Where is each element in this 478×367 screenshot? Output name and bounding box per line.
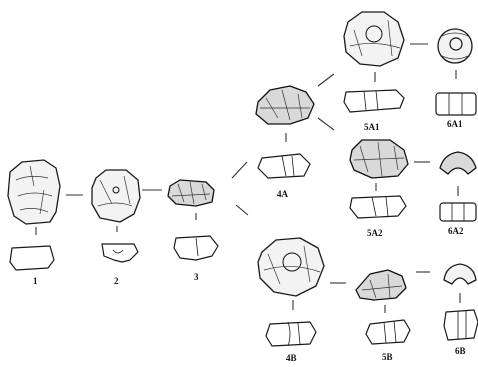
label-5A2: 5A2 xyxy=(367,228,383,238)
stage-1 xyxy=(8,160,60,270)
core-drawing-6A2 xyxy=(440,152,476,174)
core-drawing-6B xyxy=(444,264,476,284)
label-4B: 4B xyxy=(286,353,297,363)
connector-4A-5A2 xyxy=(318,118,334,130)
label-4A: 4A xyxy=(277,189,289,199)
core-drawing-2 xyxy=(92,170,140,222)
section-6B xyxy=(444,310,478,340)
label-6A1: 6A1 xyxy=(447,119,463,129)
section-5A2 xyxy=(350,196,406,218)
core-drawing-5B xyxy=(356,270,406,300)
section-6A2 xyxy=(440,203,476,221)
label-6A2: 6A2 xyxy=(448,226,464,236)
connector-4A-5A1 xyxy=(318,74,334,86)
label-6B: 6B xyxy=(455,346,466,356)
connector-3-4A xyxy=(232,162,247,178)
core-drawing-6A1 xyxy=(438,29,472,63)
core-drawing-4A xyxy=(256,86,314,124)
section-5A1 xyxy=(344,90,404,112)
core-drawing-4B xyxy=(258,238,324,296)
core-drawing-5A1 xyxy=(344,12,404,66)
stage-6B xyxy=(444,264,478,340)
section-1 xyxy=(10,246,54,270)
section-6A1 xyxy=(436,93,476,115)
label-2: 2 xyxy=(114,276,119,286)
stage-2 xyxy=(92,170,140,262)
label-1: 1 xyxy=(33,276,38,286)
label-5A1: 5A1 xyxy=(364,122,380,132)
stage-3 xyxy=(168,180,218,260)
stage-4B xyxy=(258,238,324,346)
stage-5B xyxy=(356,270,410,344)
section-4B xyxy=(266,322,316,346)
section-5B xyxy=(366,320,410,344)
stage-5A1 xyxy=(344,12,404,112)
stage-5A2 xyxy=(350,140,408,218)
core-drawing-1 xyxy=(8,160,60,224)
core-drawing-3 xyxy=(168,180,214,206)
section-2 xyxy=(102,244,138,262)
label-5B: 5B xyxy=(382,352,393,362)
connector-3-4B xyxy=(236,205,248,215)
label-3: 3 xyxy=(194,272,199,282)
stage-4A xyxy=(256,86,314,178)
